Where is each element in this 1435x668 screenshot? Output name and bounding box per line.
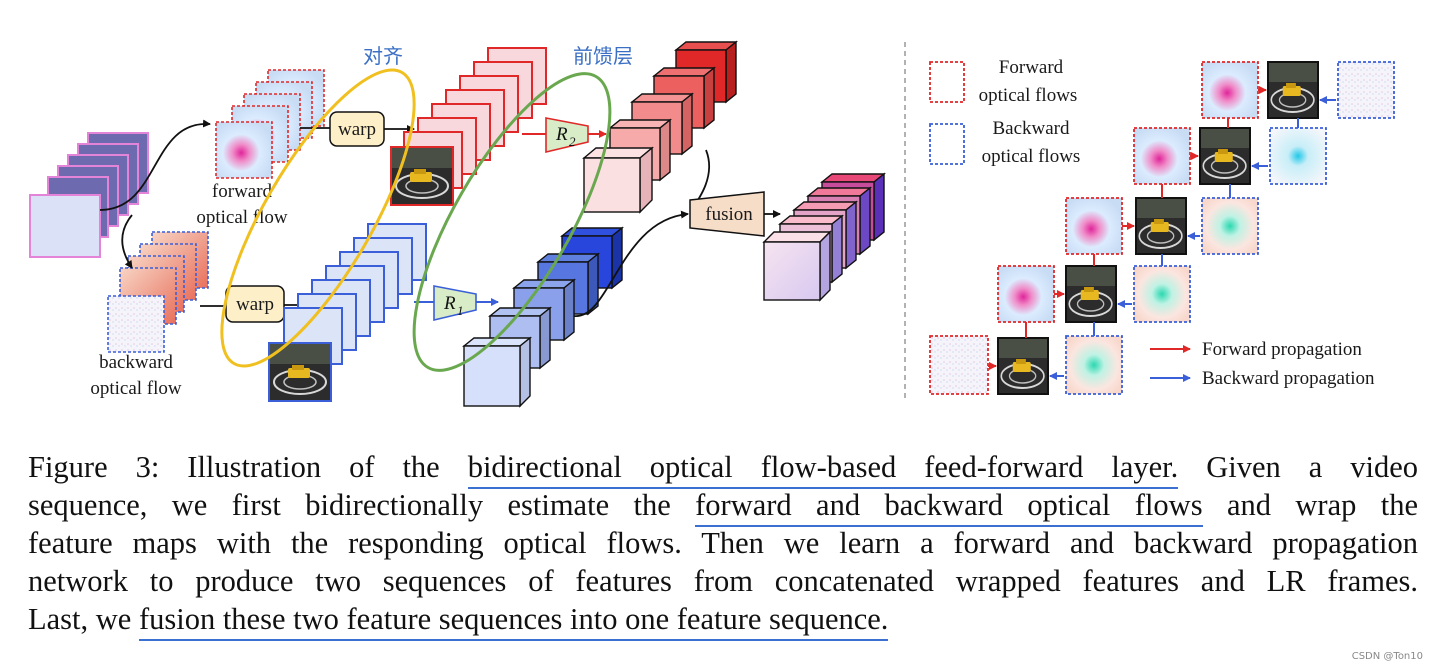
fused-feature-sequence [762, 172, 886, 302]
backward-optical-flow-label: backward [99, 352, 173, 373]
warp-box-top: warp [300, 111, 415, 147]
legend-backward-swatch [929, 123, 965, 165]
align-annotation: 对齐 [363, 44, 403, 68]
svg-text:optical flows: optical flows [979, 85, 1078, 106]
forward-feature-sequence [582, 40, 738, 214]
backward-to-fusion-arrow [573, 210, 689, 317]
propagation-staircase [929, 61, 1395, 395]
svg-text:warp: warp [236, 294, 274, 315]
caption-line-4: network to produce two sequences of feat… [28, 564, 1418, 598]
forward-optical-flow-label: forward [212, 181, 273, 202]
input-to-backward-arrow [121, 214, 133, 269]
caption-text: and wrap the [1202, 488, 1418, 522]
caption-line-3: feature maps with the responding optical… [28, 526, 1418, 560]
svg-text:Backward propagation: Backward propagation [1202, 368, 1375, 389]
svg-text:Forward propagation: Forward propagation [1202, 339, 1362, 360]
backward-flow-stack: backward optical flow [90, 231, 209, 399]
svg-text:Backward: Backward [992, 118, 1070, 139]
svg-text:fusion: fusion [705, 204, 753, 225]
backward-concat-stack [268, 223, 427, 402]
caption-underlined: fusion these two feature sequences into … [138, 602, 889, 641]
forward-concat-stack [390, 47, 547, 206]
r2-propagation-block: R 2 [522, 117, 607, 154]
caption-line-5: Last, we fusion these two feature sequen… [28, 600, 1418, 641]
svg-text:Forward: Forward [999, 57, 1064, 78]
svg-text:R: R [555, 124, 568, 145]
caption-text: Last, we [28, 602, 139, 636]
svg-text:1: 1 [457, 303, 464, 318]
propagation-legend: Forward propagation Backward propagation [1150, 339, 1375, 389]
diagram: forward optical flow backward optical fl… [29, 40, 1395, 408]
ffn-annotation: 前馈层 [573, 44, 633, 68]
svg-text:R: R [443, 293, 456, 314]
svg-text:optical flows: optical flows [982, 146, 1081, 167]
legend-forward-swatch [929, 61, 965, 103]
caption-line-1: Figure 3: Illustration of the bidirectio… [28, 448, 1418, 489]
caption-text: Figure 3: Illustration of the [28, 450, 468, 484]
ffn-ellipse [412, 72, 612, 372]
backward-feature-sequence [462, 226, 624, 408]
align-ellipse [220, 68, 416, 368]
backward-optical-flow-label-2: optical flow [90, 378, 182, 399]
caption-line-2: sequence, we first bidirectionally estim… [28, 486, 1418, 527]
warp-box-bottom: warp [200, 285, 315, 323]
caption-underlined: forward and backward optical flows [695, 488, 1203, 527]
forward-flow-stack: forward optical flow [196, 69, 325, 228]
input-feature-stack [29, 132, 149, 258]
forward-optical-flow-label-2: optical flow [196, 207, 288, 228]
caption-underlined: bidirectional optical flow-based feed-fo… [467, 450, 1179, 489]
figure-caption: Figure 3: Illustration of the bidirectio… [28, 448, 1418, 641]
input-to-forward-arrow [99, 119, 211, 211]
watermark: CSDN @Ton10 [1351, 651, 1423, 662]
svg-text:2: 2 [569, 134, 576, 149]
legend: Forward optical flows Backward optical f… [929, 57, 1081, 167]
caption-text: sequence, we first bidirectionally estim… [28, 488, 696, 522]
caption-text: Given a video [1178, 450, 1418, 484]
r1-propagation-block: R 1 [414, 285, 499, 322]
svg-text:warp: warp [338, 119, 376, 140]
fusion-block: fusion [689, 191, 781, 237]
